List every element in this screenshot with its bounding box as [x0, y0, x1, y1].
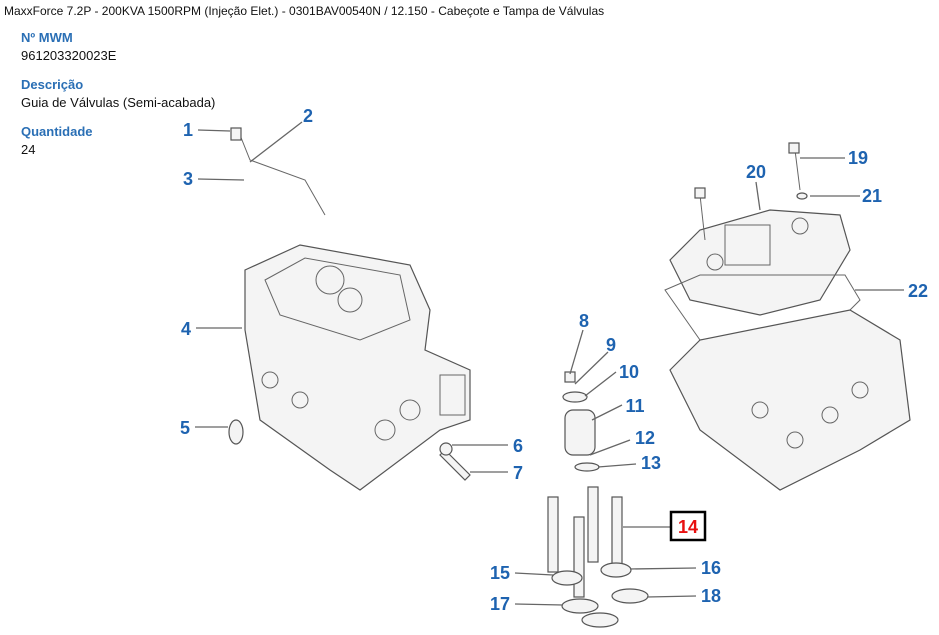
part-number-label: Nº MWM — [21, 30, 73, 45]
callout-10[interactable]: 10 — [619, 362, 639, 382]
callout-17[interactable]: 17 — [490, 594, 510, 614]
leader-lines — [195, 121, 904, 606]
callout-8[interactable]: 8 — [579, 311, 589, 331]
callout-19[interactable]: 19 — [848, 148, 868, 168]
callout-16[interactable]: 16 — [701, 558, 721, 578]
callout-5[interactable]: 5 — [180, 418, 190, 438]
callout-13[interactable]: 13 — [641, 453, 661, 473]
callout-12[interactable]: 12 — [635, 428, 655, 448]
valve-train-drawing — [547, 371, 649, 628]
page-title: MaxxForce 7.2P - 200KVA 1500RPM (Injeção… — [4, 4, 605, 18]
quantity-label: Quantidade — [21, 124, 93, 139]
highlight-box — [669, 510, 707, 542]
callout-22[interactable]: 22 — [908, 281, 928, 301]
description-label: Descrição — [21, 77, 84, 92]
callout-15[interactable]: 15 — [490, 563, 510, 583]
callout-9[interactable]: 9 — [606, 335, 616, 355]
part-number-value: 961203320023E — [21, 48, 117, 63]
callout-3[interactable]: 3 — [183, 169, 193, 189]
cylinder-head-drawing — [228, 127, 471, 491]
callout-labels: 1 2 3 4 5 6 7 8 9 10 11 12 13 14 15 16 1… — [180, 106, 928, 614]
callout-6[interactable]: 6 — [513, 436, 523, 456]
part-details: Nº MWM 961203320023E Descrição Guia de V… — [21, 30, 215, 171]
description-value: Guia de Válvulas (Semi-acabada) — [21, 95, 216, 110]
callout-14-selected[interactable]: 14 — [678, 517, 698, 537]
callout-7[interactable]: 7 — [513, 463, 523, 483]
quantity-value: 24 — [21, 142, 36, 157]
callout-20[interactable]: 20 — [746, 162, 766, 182]
valve-cover-drawing — [664, 142, 911, 491]
callout-2[interactable]: 2 — [303, 106, 313, 126]
callout-1[interactable]: 1 — [183, 120, 193, 140]
callout-18[interactable]: 18 — [701, 586, 721, 606]
callout-11[interactable]: 11 — [625, 396, 644, 416]
callout-21[interactable]: 21 — [862, 186, 882, 206]
callout-4[interactable]: 4 — [181, 319, 191, 339]
